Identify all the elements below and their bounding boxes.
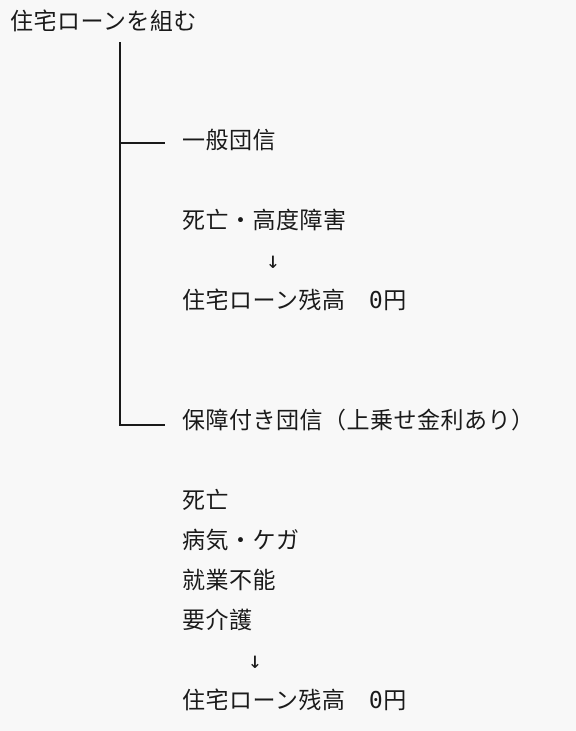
branch-condition: 就業不能 (182, 568, 276, 594)
branch-condition: 要介護 (182, 608, 253, 634)
branch-condition: 死亡 (182, 488, 229, 514)
branch-connector-2 (119, 424, 165, 426)
root-label: 住宅ローンを組む (10, 9, 197, 35)
arrow-down-icon: ↓ (266, 248, 281, 274)
branch-title-general: 一般団信 (182, 128, 276, 154)
tree-trunk-line (119, 42, 121, 426)
branch-condition: 死亡・高度障害 (182, 208, 347, 234)
branch-result: 住宅ローン残高 0円 (182, 288, 407, 314)
branch-condition: 病気・ケガ (182, 528, 300, 554)
branch-title-extended: 保障付き団信（上乗せ金利あり） (182, 408, 535, 434)
branch-connector-1 (119, 142, 165, 144)
arrow-down-icon: ↓ (248, 648, 263, 674)
branch-result: 住宅ローン残高 0円 (182, 688, 407, 714)
